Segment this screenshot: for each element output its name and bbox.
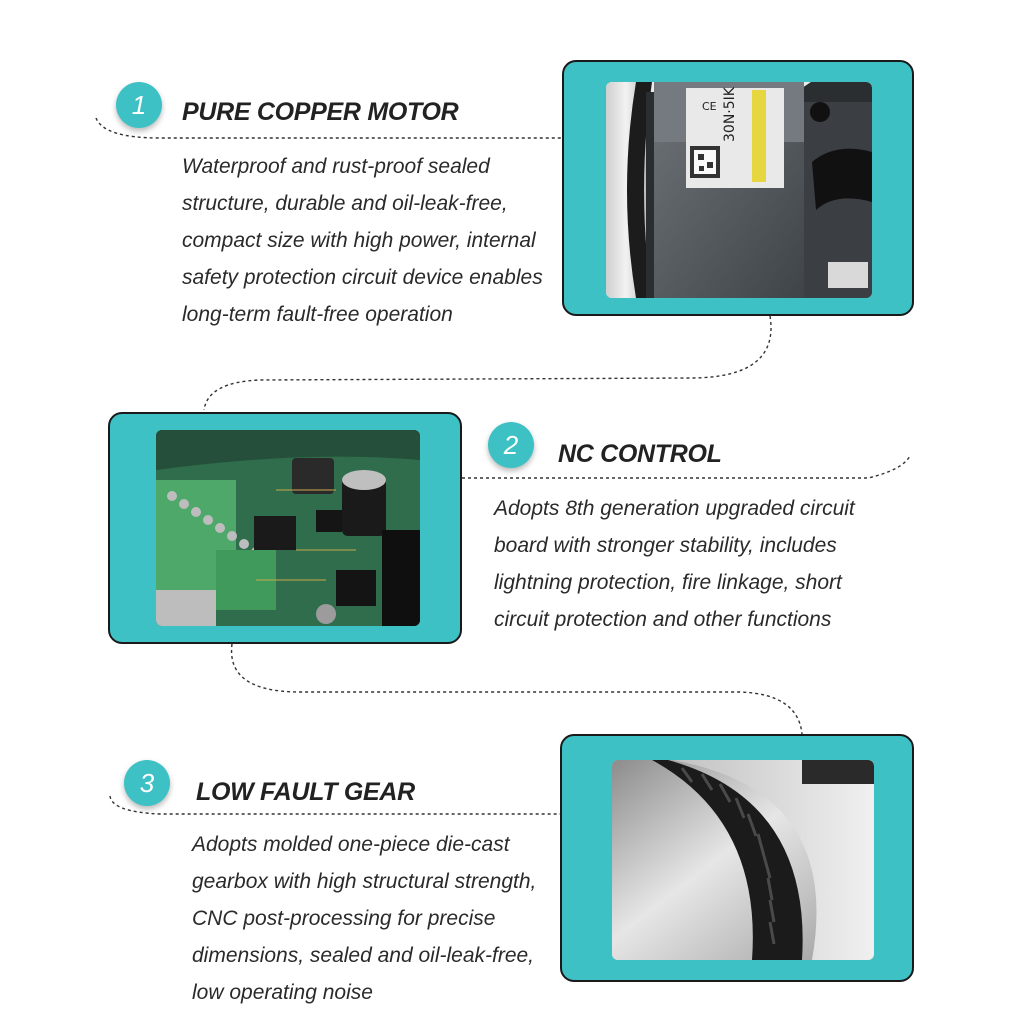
motor-photo-card: 30N·5IK CE [562,60,914,316]
feature-title-2: NC CONTROL [558,440,722,468]
feature-description-3: Adopts molded one-piece die-cast gearbox… [192,833,537,1004]
feature-title-1: PURE COPPER MOTOR [182,98,459,126]
circuit-board-photo [156,430,420,626]
step-badge-2: 2 [488,422,534,468]
circuit-board-photo-card [108,412,462,644]
gear-photo [612,760,874,960]
feature-description-2: Adopts 8th generation upgraded circuit b… [494,497,855,631]
feature-description-1: Waterproof and rust-proof sealed structu… [182,155,543,326]
motor-photo: 30N·5IK CE [606,82,872,298]
svg-text:30N·5IK: 30N·5IK [722,86,738,142]
step-badge-1: 1 [116,82,162,128]
feature-title-3: LOW FAULT GEAR [196,778,415,806]
svg-text:CE: CE [702,100,717,113]
gear-photo-card [560,734,914,982]
step-badge-3: 3 [124,760,170,806]
